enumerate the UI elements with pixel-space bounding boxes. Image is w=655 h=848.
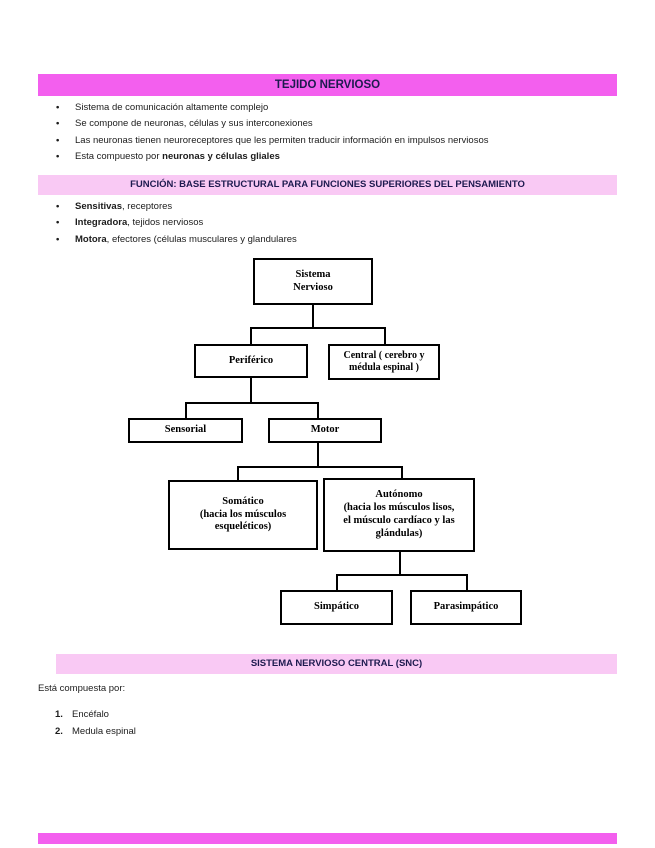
bullet-text: Se compone de neuronas, células y sus in… bbox=[75, 118, 313, 130]
node-autonomo: Autónomo (hacia los músculos lisos, el m… bbox=[323, 478, 475, 552]
list-item: • Motora, efectores (células musculares … bbox=[56, 232, 297, 248]
intro-bullet-list: • Sistema de comunicación altamente comp… bbox=[56, 100, 488, 166]
bullet-icon: • bbox=[56, 118, 60, 130]
bullet-text-plain: , receptores bbox=[122, 201, 173, 212]
bullet-text-bold: Sensitivas bbox=[75, 201, 122, 212]
list-item: • Las neuronas tienen neuroreceptores qu… bbox=[56, 133, 488, 149]
numbered-item: 1. Encéfalo bbox=[55, 707, 136, 724]
connector-line bbox=[250, 327, 252, 344]
bullet-icon: • bbox=[56, 217, 60, 229]
bullet-text-bold: neuronas y células gliales bbox=[162, 151, 280, 163]
connector-line bbox=[317, 443, 319, 466]
connector-line bbox=[466, 574, 468, 590]
bullet-icon: • bbox=[56, 201, 60, 212]
node-label: esqueléticos) bbox=[214, 521, 272, 533]
connector-line bbox=[237, 466, 239, 480]
section-bar-bottom bbox=[38, 833, 617, 844]
node-label: médula espinal ) bbox=[348, 362, 419, 373]
list-item: • Sensitivas, receptores bbox=[56, 199, 297, 215]
node-label: Central ( cerebro y bbox=[343, 349, 425, 361]
page-title: TEJIDO NERVIOSO bbox=[274, 79, 381, 91]
connector-line bbox=[317, 402, 319, 418]
funcion-heading: FUNCIÓN: BASE ESTRUCTURAL PARA FUNCIONES… bbox=[130, 179, 525, 190]
node-motor: Motor bbox=[268, 418, 382, 443]
bullet-text: Integradora, tejidos nerviosos bbox=[75, 215, 203, 231]
snc-heading: SISTEMA NERVIOSO CENTRAL (SNC) bbox=[250, 658, 423, 669]
node-sensorial: Sensorial bbox=[128, 418, 243, 443]
node-sistema-nervioso: Sistema Nervioso bbox=[253, 258, 373, 305]
node-label: Sensorial bbox=[164, 424, 207, 436]
item-text: Encéfalo bbox=[72, 709, 109, 720]
node-periferico: Periférico bbox=[194, 344, 308, 378]
bullet-text-plain: Esta compuesto por bbox=[75, 151, 163, 163]
funcion-bullet-list: • Sensitivas, receptores • Integradora, … bbox=[56, 199, 297, 248]
node-central: Central ( cerebro y médula espinal ) bbox=[328, 344, 440, 380]
bullet-text: Las neuronas tienen neuroreceptores que … bbox=[75, 134, 489, 146]
bullet-icon: • bbox=[56, 102, 60, 113]
section-bar-funcion: FUNCIÓN: BASE ESTRUCTURAL PARA FUNCIONES… bbox=[38, 175, 617, 195]
snc-intro-text: Está compuesta por: bbox=[38, 683, 126, 694]
bullet-text-bold: Integradora bbox=[75, 217, 128, 229]
node-simpatico: Simpático bbox=[280, 590, 393, 625]
connector-line bbox=[312, 305, 314, 327]
bullet-text: Sistema de comunicación altamente comple… bbox=[75, 102, 269, 113]
connector-line bbox=[336, 574, 338, 590]
node-label: Somático bbox=[222, 495, 264, 507]
item-number: 1. bbox=[55, 709, 63, 720]
section-bar-snc: SISTEMA NERVIOSO CENTRAL (SNC) bbox=[56, 654, 617, 674]
connector-line bbox=[237, 466, 403, 468]
numbered-item: 2. Medula espinal bbox=[55, 724, 136, 741]
node-label: Nervioso bbox=[293, 281, 333, 293]
node-label: Simpático bbox=[314, 601, 359, 613]
list-item: • Integradora, tejidos nerviosos bbox=[56, 215, 297, 231]
bullet-text: Sensitivas, receptores bbox=[75, 199, 172, 215]
node-label: glándulas) bbox=[375, 527, 423, 539]
connector-line bbox=[399, 552, 401, 574]
node-somatico: Somático (hacia los músculos esquelético… bbox=[168, 480, 318, 550]
list-item: • Esta compuesto por neuronas y células … bbox=[56, 149, 488, 165]
connector-line bbox=[384, 327, 386, 344]
bullet-text-bold: Motora bbox=[75, 233, 107, 245]
connector-line bbox=[250, 378, 252, 402]
node-parasimpatico: Parasimpático bbox=[410, 590, 522, 625]
node-label: el músculo cardíaco y las bbox=[343, 515, 455, 526]
bullet-text-plain: , efectores (células musculares y glandu… bbox=[106, 233, 297, 245]
connector-line bbox=[401, 466, 403, 478]
node-label: (hacia los músculos lisos, bbox=[343, 502, 455, 514]
list-item: • Sistema de comunicación altamente comp… bbox=[56, 100, 488, 116]
bullet-text: Motora, efectores (células musculares y … bbox=[75, 232, 297, 248]
list-item: • Se compone de neuronas, células y sus … bbox=[56, 116, 488, 132]
connector-line bbox=[185, 402, 187, 418]
item-text: Medula espinal bbox=[72, 725, 136, 737]
bullet-icon: • bbox=[56, 233, 60, 245]
bullet-text: Esta compuesto por neuronas y células gl… bbox=[75, 149, 280, 165]
bullet-text-plain: , tejidos nerviosos bbox=[127, 217, 204, 229]
node-label: (hacia los músculos bbox=[199, 508, 287, 520]
node-label: Motor bbox=[310, 424, 340, 436]
connector-line bbox=[336, 574, 468, 576]
bullet-icon: • bbox=[56, 134, 60, 146]
node-label: Autónomo bbox=[375, 489, 423, 501]
node-label: Parasimpático bbox=[433, 601, 499, 613]
section-bar-tejido-nervioso: TEJIDO NERVIOSO bbox=[38, 74, 617, 96]
node-label: Periférico bbox=[228, 354, 274, 366]
snc-numbered-list: 1. Encéfalo 2. Medula espinal bbox=[55, 707, 136, 740]
bullet-icon: • bbox=[56, 151, 60, 163]
item-number: 2. bbox=[55, 725, 63, 737]
connector-line bbox=[250, 327, 386, 329]
node-label: Sistema bbox=[295, 268, 331, 280]
connector-line bbox=[185, 402, 319, 404]
